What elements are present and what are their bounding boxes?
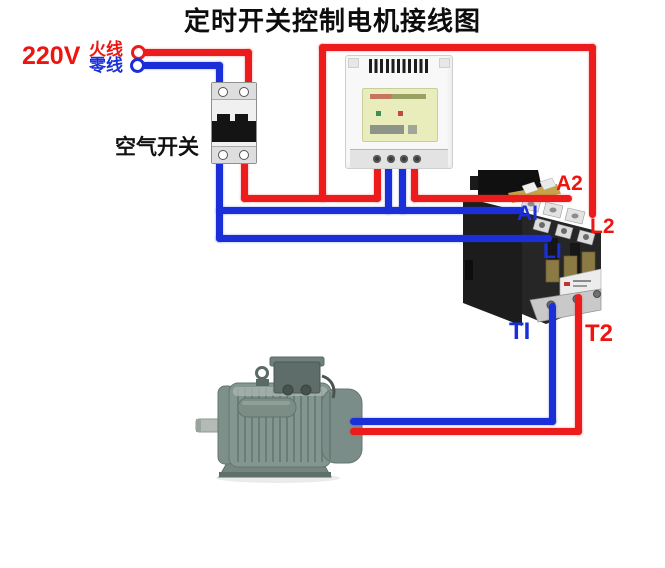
air-breaker-device — [211, 82, 257, 164]
wire-timer-t4-drop — [411, 164, 418, 202]
timer-terminal-screw — [400, 155, 408, 163]
timer-terminal-screw — [413, 155, 421, 163]
live-wire-label: 火线 — [89, 40, 123, 59]
wire-neutral-to-l1 — [216, 235, 552, 242]
timer-indicator-red — [398, 111, 403, 116]
wire-neutral-to-a1 — [216, 207, 524, 214]
timer-panel-print — [370, 94, 426, 99]
breaker-screw — [239, 87, 249, 97]
wire-live-loop-top — [319, 44, 596, 51]
timer-switch-device — [345, 55, 453, 169]
breaker-screw — [239, 150, 249, 160]
contactor-t1-label: TI — [509, 318, 531, 345]
wire-live-breaker-to-timer — [241, 195, 381, 202]
breaker-toggle-handle — [235, 114, 248, 124]
wire-live-source-horizontal — [138, 49, 252, 56]
wire-timer-t3-drop — [399, 164, 406, 214]
wire-live-timer-t1-drop — [374, 164, 381, 202]
timer-digit-print — [370, 125, 404, 134]
wire-neutral-into-breaker — [216, 62, 223, 86]
contactor-device — [463, 170, 602, 326]
timer-front-panel — [362, 88, 438, 142]
wire-neutral-source-horizontal — [137, 62, 223, 69]
timer-terminal-strip — [350, 149, 448, 168]
wire-live-breaker-out — [241, 157, 248, 202]
breaker-toggle-handle — [217, 114, 230, 124]
motor-device — [195, 356, 363, 483]
neutral-wire-label: 零线 — [89, 56, 123, 75]
timer-indicator-green — [376, 111, 381, 116]
voltage-label: 220V — [22, 42, 81, 70]
wire-timer-output-to-a2 — [411, 195, 572, 202]
breaker-screw — [218, 150, 228, 160]
neutral-terminal-ring — [130, 58, 145, 73]
timer-mount-ear — [439, 58, 450, 68]
timer-mount-ear — [348, 58, 359, 68]
wire-timer-t2-drop — [385, 164, 392, 214]
wire-t1-to-motor — [350, 418, 556, 425]
contactor-a1-label: AI — [517, 202, 538, 225]
wire-t2-vertical — [575, 294, 582, 435]
timer-terminal-screw — [373, 155, 381, 163]
contactor-l1-label: LI — [543, 240, 562, 263]
breaker-screw — [218, 87, 228, 97]
contactor-l2-label: L2 — [590, 215, 615, 238]
contactor-t2-label: T2 — [585, 320, 614, 347]
breaker-label: 空气开关 — [115, 136, 199, 159]
wire-live-loop-left — [319, 44, 326, 202]
timer-terminal-screw — [387, 155, 395, 163]
contactor-a2-label: A2 — [556, 172, 583, 195]
wire-live-loop-to-l2 — [589, 44, 596, 218]
timer-digit-print — [408, 125, 417, 134]
wire-neutral-breaker-out — [216, 157, 223, 242]
timer-vent-slots — [369, 59, 430, 73]
wire-t2-to-motor — [350, 428, 582, 435]
wire-live-into-breaker — [245, 49, 252, 85]
breaker-black-band — [212, 121, 256, 142]
page-title: 定时开关控制电机接线图 — [183, 6, 481, 36]
wire-t1-vertical — [549, 303, 556, 425]
